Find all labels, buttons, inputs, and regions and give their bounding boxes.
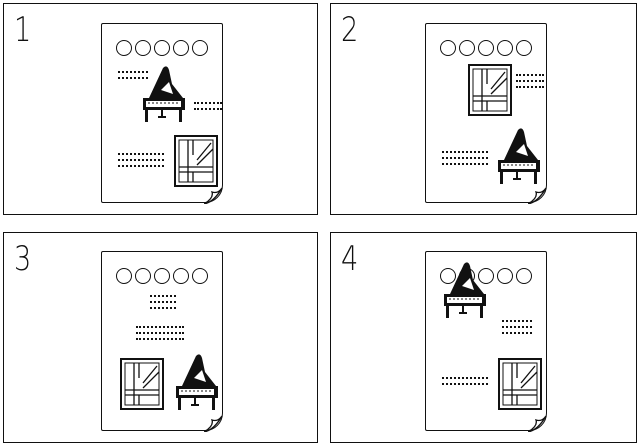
piano-icon	[440, 260, 486, 320]
poster	[425, 23, 547, 203]
text-block	[194, 102, 222, 110]
panel-3: 3	[3, 232, 318, 443]
circle-icon	[478, 40, 494, 56]
circle-icon	[440, 40, 456, 56]
circle-icon	[478, 268, 494, 284]
circle-icon	[135, 268, 151, 284]
panel-number: 1	[14, 10, 32, 50]
circle-row	[116, 268, 208, 284]
circle-icon	[497, 268, 513, 284]
circle-icon	[459, 40, 475, 56]
text-block	[118, 153, 164, 167]
circle-icon	[116, 268, 132, 284]
text-block	[516, 74, 544, 88]
piano-icon	[494, 126, 540, 186]
circle-icon	[173, 40, 189, 56]
poster	[101, 23, 223, 203]
page-curl-icon	[204, 184, 224, 204]
map-icon	[120, 358, 164, 410]
piano-icon	[139, 64, 185, 124]
page-curl-icon	[528, 184, 548, 204]
circle-icon	[497, 40, 513, 56]
poster	[425, 251, 547, 431]
panel-number: 4	[341, 239, 359, 279]
poster	[101, 251, 223, 431]
text-block	[502, 320, 532, 334]
panel-2: 2	[330, 3, 637, 215]
map-icon	[468, 64, 512, 116]
page-curl-icon	[204, 412, 224, 432]
circle-icon	[440, 268, 456, 284]
text-block	[136, 326, 184, 340]
circle-icon	[154, 40, 170, 56]
text-block	[118, 71, 148, 79]
circle-icon	[173, 268, 189, 284]
circle-row	[116, 40, 208, 56]
text-block	[442, 377, 488, 385]
circle-icon	[192, 40, 208, 56]
circle-icon	[192, 268, 208, 284]
panel-1: 1	[3, 3, 318, 215]
circle-icon	[154, 268, 170, 284]
panel-4: 4	[330, 232, 637, 443]
text-block	[442, 151, 488, 165]
circle-row	[440, 40, 532, 56]
circle-icon	[135, 40, 151, 56]
circle-icon	[516, 40, 532, 56]
page-curl-icon	[528, 412, 548, 432]
circle-icon	[116, 40, 132, 56]
panel-number: 2	[341, 10, 359, 50]
circle-icon	[516, 268, 532, 284]
text-block	[150, 295, 176, 309]
map-icon	[174, 135, 218, 187]
piano-icon	[172, 352, 218, 412]
map-icon	[498, 358, 542, 410]
panel-number: 3	[14, 239, 32, 279]
